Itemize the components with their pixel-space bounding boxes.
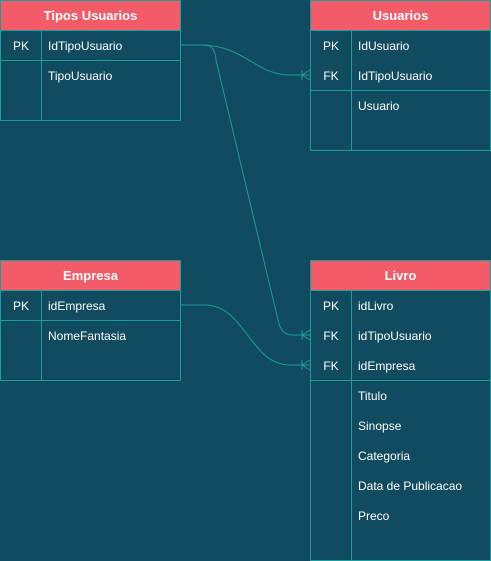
relationship-line (181, 44, 310, 76)
relationship-line (181, 304, 310, 366)
table-row: PK IdUsuario (311, 31, 490, 61)
field-name: TipoUsuario (48, 69, 113, 83)
table-row: Data de Publicacao (311, 471, 490, 501)
key-badge: FK (323, 69, 339, 83)
field-name: IdTipoUsuario (48, 39, 123, 53)
entity-tipos-usuarios[interactable]: Tipos Usuarios PK IdTipoUsuario TipoUsua… (0, 0, 181, 121)
key-badge: PK (322, 39, 339, 53)
key-badge: PK (322, 299, 339, 313)
field-name: idTipoUsuario (358, 329, 432, 343)
table-row: PK idLivro (311, 291, 490, 321)
field-name: IdUsuario (358, 39, 410, 53)
entity-title: Usuarios (311, 1, 490, 31)
field-name: Usuario (358, 99, 400, 113)
table-row: NomeFantasia (1, 321, 180, 351)
entity-title: Livro (311, 261, 490, 291)
crows-foot-icon (301, 359, 311, 371)
crows-foot-icon (301, 329, 311, 341)
field-name: idEmpresa (358, 359, 416, 373)
table-row: Titulo (311, 381, 490, 411)
entity-title: Empresa (1, 261, 180, 291)
field-name: Sinopse (358, 419, 402, 433)
table-row: Preco (311, 501, 490, 531)
field-name: Preco (358, 509, 390, 523)
table-row: FK IdTipoUsuario (311, 61, 490, 91)
key-badge: PK (12, 39, 29, 53)
table-row: TipoUsuario (1, 61, 180, 91)
key-column-divider (351, 291, 352, 560)
table-row: Usuario (311, 91, 490, 121)
entity-empresa[interactable]: Empresa PK idEmpresa NomeFantasia (0, 260, 181, 381)
entity-title: Tipos Usuarios (1, 1, 180, 31)
key-column-divider (41, 291, 42, 380)
field-name: Categoria (358, 449, 411, 463)
field-name: Data de Publicacao (358, 479, 463, 493)
entity-usuarios[interactable]: Usuarios PK IdUsuario FK IdTipoUsuario U… (310, 0, 491, 151)
relationship-line (181, 44, 310, 336)
field-name: Titulo (358, 389, 387, 403)
entity-livro[interactable]: Livro PK idLivro FK idTipoUsuario FK idE… (310, 260, 491, 561)
key-badge: FK (323, 329, 339, 343)
field-name: NomeFantasia (48, 329, 127, 343)
table-row: PK idEmpresa (1, 291, 180, 321)
key-badge: FK (323, 359, 339, 373)
table-row: FK idTipoUsuario (311, 321, 490, 351)
field-name: idLivro (358, 299, 394, 313)
table-row: FK idEmpresa (311, 351, 490, 381)
field-name: IdTipoUsuario (358, 69, 433, 83)
key-column-divider (41, 31, 42, 120)
key-badge: PK (12, 299, 29, 313)
table-row: PK IdTipoUsuario (1, 31, 180, 61)
table-row: Sinopse (311, 411, 490, 441)
crows-foot-icon (301, 69, 311, 81)
table-row: Categoria (311, 441, 490, 471)
field-name: idEmpresa (48, 299, 106, 313)
